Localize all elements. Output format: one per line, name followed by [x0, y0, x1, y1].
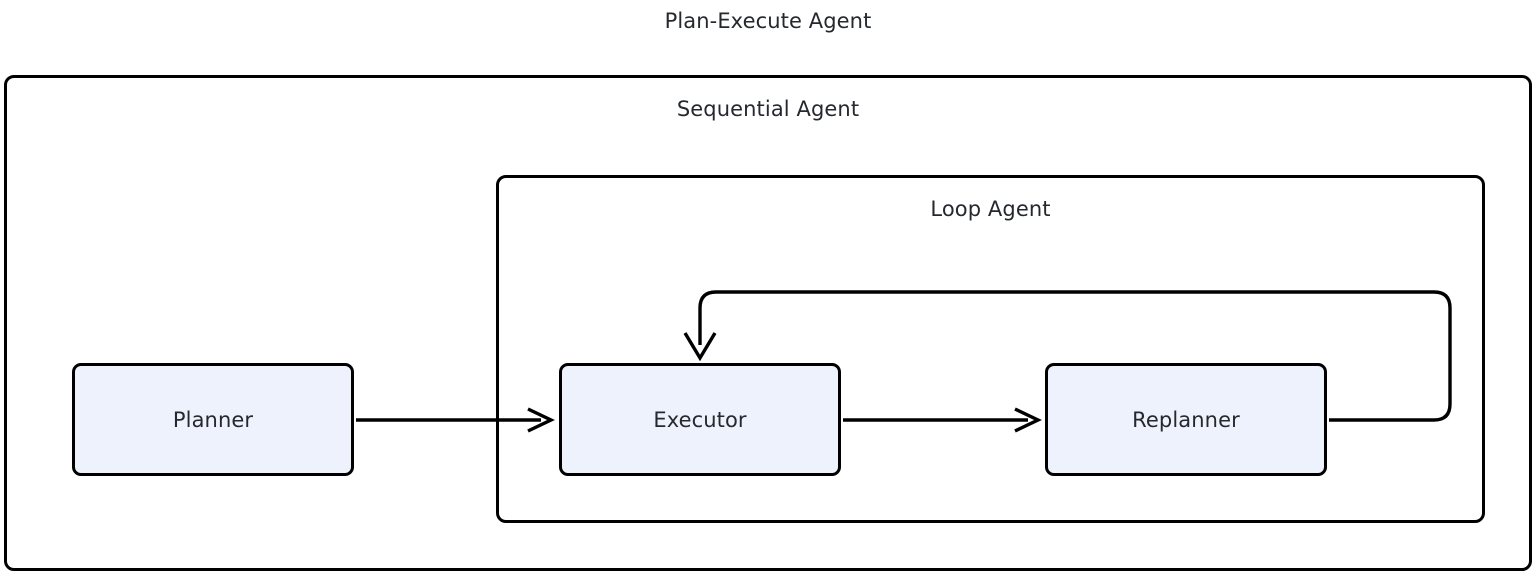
- node-planner[interactable]: Planner: [72, 363, 354, 476]
- node-executor-label: Executor: [653, 407, 747, 432]
- node-replanner-label: Replanner: [1132, 407, 1240, 432]
- group-label-sequential-agent: Sequential Agent: [676, 97, 860, 121]
- group-label-loop-agent: Loop Agent: [930, 197, 1051, 221]
- page-title: Plan-Execute Agent: [664, 9, 872, 33]
- node-replanner[interactable]: Replanner: [1045, 363, 1327, 476]
- node-planner-label: Planner: [172, 407, 254, 432]
- group-loop-agent: Loop Agent: [496, 175, 1485, 523]
- group-sequential-agent: Sequential Agent: [4, 75, 1532, 571]
- node-executor[interactable]: Executor: [559, 363, 841, 476]
